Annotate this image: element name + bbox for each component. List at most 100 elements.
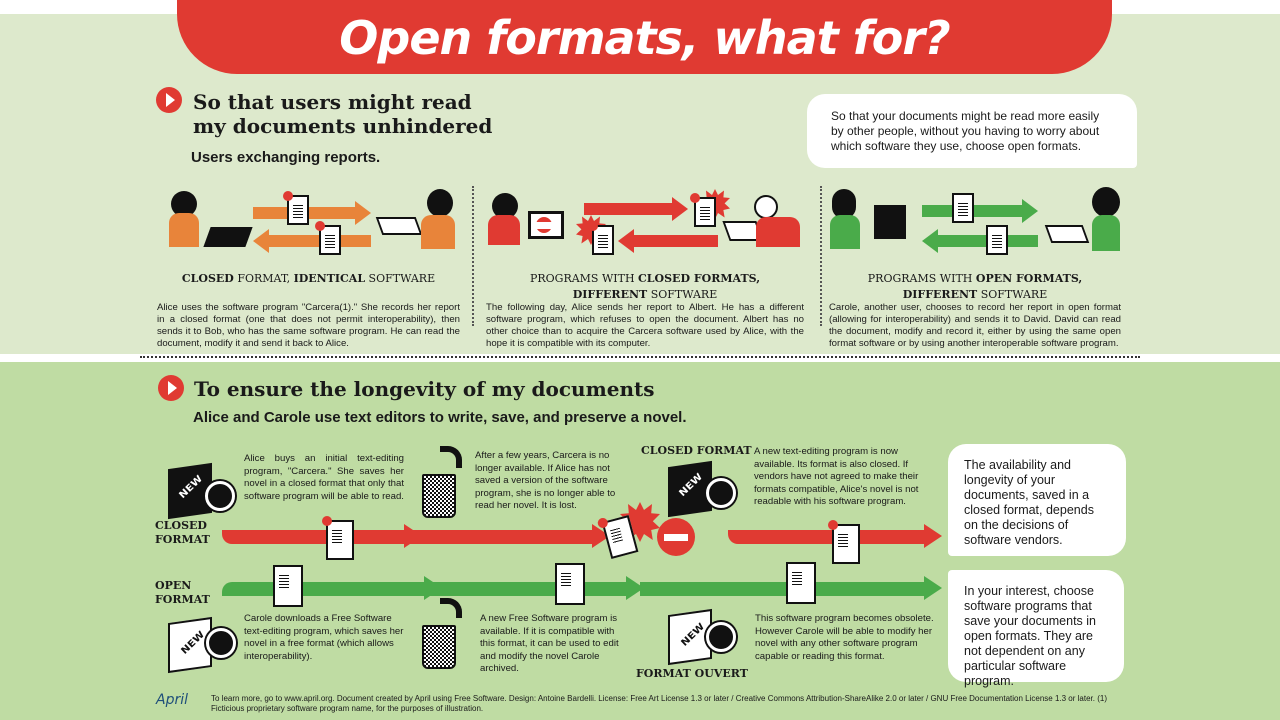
carole-body <box>830 215 860 249</box>
forbidden-icon <box>536 217 552 233</box>
arrow-left-orange <box>253 229 371 253</box>
drop-arrow-icon <box>440 598 462 618</box>
caption-text: SOFTWARE <box>365 272 436 285</box>
monitor-icon <box>874 205 906 239</box>
open-arrow-2 <box>430 576 644 600</box>
speech-bubble-open: In your interest, choose software progra… <box>948 570 1124 688</box>
section2-subtitle: Alice and Carole use text editors to wri… <box>193 409 687 426</box>
lock-icon <box>315 221 325 231</box>
document-icon <box>315 221 341 255</box>
section-divider <box>140 356 1140 358</box>
alice-icon <box>171 191 197 217</box>
panel2-caption: PROGRAMS WITH CLOSED FORMATS, DIFFERENT S… <box>486 271 804 303</box>
closed-arrow-2 <box>410 524 610 548</box>
panel2-text: The following day, Alice sends her repor… <box>486 302 804 349</box>
caption-text: SOFTWARE <box>647 288 718 301</box>
panel2-illustration <box>484 185 804 255</box>
box-label: NEW <box>177 473 205 501</box>
panel3-illustration <box>830 185 1130 255</box>
alice-icon <box>492 193 518 219</box>
arrow-right-green <box>922 199 1038 223</box>
open-step-3: This software program becomes obsolete. … <box>755 613 934 662</box>
panel1-text: Alice uses the software program "Carcera… <box>157 302 460 349</box>
panel3-caption: PROGRAMS WITH OPEN FORMATS, DIFFERENT SOF… <box>829 271 1121 303</box>
closed-arrow-3 <box>728 524 942 548</box>
document-icon <box>283 191 309 225</box>
label-line: FORMAT <box>155 533 210 546</box>
panel3-text: Carole, another user, chooses to record … <box>829 302 1121 349</box>
panel1-caption: CLOSED FORMAT, IDENTICAL SOFTWARE <box>157 271 460 287</box>
section2-title: To ensure the longevity of my documents <box>194 377 655 401</box>
carole-icon <box>832 189 856 219</box>
box-label: NEW <box>179 629 207 657</box>
label-line: CLOSED <box>155 519 207 532</box>
open-arrow-1 <box>222 576 442 600</box>
cd-icon <box>706 622 736 652</box>
speech-bubble-closed: The availability and longevity of your d… <box>948 444 1126 556</box>
arrow-right-orange <box>253 201 371 225</box>
closed-step-2: After a few years, Carcera is no longer … <box>475 450 616 511</box>
albert-icon <box>754 195 778 219</box>
document-icon <box>690 193 716 227</box>
document-icon <box>555 563 585 605</box>
caption-text: FORMAT, <box>233 272 294 285</box>
closed-step-3: A new text-editing program is now availa… <box>754 446 919 507</box>
document-icon <box>828 520 860 564</box>
document-icon <box>322 516 354 560</box>
open-arrow-3 <box>640 576 942 600</box>
caption-text: SOFTWARE <box>977 288 1048 301</box>
bob-body <box>421 215 455 249</box>
trash-bin-icon <box>422 625 456 669</box>
panel-divider <box>820 186 822 326</box>
page-title: Open formats, what for? <box>177 0 1112 74</box>
closed-step-1: Alice buys an initial text-editing progr… <box>244 453 404 502</box>
caption-bold: CLOSED FORMATS, <box>638 272 761 285</box>
david-body <box>1092 215 1120 251</box>
closed-format-heading: CLOSED FORMAT <box>641 444 752 457</box>
document-icon <box>786 562 816 604</box>
bob-icon <box>427 189 453 217</box>
caption-bold: IDENTICAL <box>293 272 366 285</box>
cd-icon <box>206 628 236 658</box>
monitor-icon <box>528 211 564 239</box>
arrow-left-red <box>618 229 718 253</box>
document-icon <box>273 565 303 607</box>
caption-text: PROGRAMS WITH <box>529 272 639 285</box>
caption-bold: DIFFERENT <box>902 288 978 301</box>
alice-body <box>169 213 199 247</box>
open-step-1: Carole downloads a Free Software text-ed… <box>244 613 404 662</box>
format-ouvert-label: FORMAT OUVERT <box>636 667 748 680</box>
speech-bubble-top: So that your documents might be read mor… <box>807 94 1137 168</box>
laptop-icon <box>203 227 253 247</box>
arrow-left-green <box>922 229 1038 253</box>
trash-bin-icon <box>422 474 456 518</box>
laptop-icon <box>375 217 423 235</box>
document-icon <box>588 221 614 255</box>
document-icon <box>986 225 1008 255</box>
april-logo: April <box>156 692 188 708</box>
arrow-right-red <box>584 197 688 221</box>
caption-text: PROGRAMS WITH <box>867 272 976 285</box>
closed-arrow-1 <box>222 524 422 548</box>
albert-body <box>756 217 800 247</box>
panel-divider <box>472 186 474 326</box>
box-label: NEW <box>679 621 707 649</box>
footer-text: To learn more, go to www.april.org. Docu… <box>211 694 1107 713</box>
section1-title-line1: So that users might read <box>193 90 472 114</box>
section1-subtitle: Users exchanging reports. <box>191 149 381 166</box>
play-icon <box>158 375 184 401</box>
drop-arrow-icon <box>440 446 462 468</box>
david-icon <box>1092 187 1120 217</box>
caption-bold: DIFFERENT <box>572 288 648 301</box>
lock-icon <box>322 516 332 526</box>
open-step-2: A new Free Software program is available… <box>480 613 619 674</box>
lock-icon <box>283 191 293 201</box>
caption-bold: OPEN FORMATS, <box>975 272 1083 285</box>
play-icon <box>156 87 182 113</box>
section1-title-line2: my documents unhindered <box>193 114 493 138</box>
label-line: FORMAT <box>155 593 210 606</box>
alice-body <box>488 215 520 245</box>
section1-title: So that users might read my documents un… <box>193 90 492 138</box>
